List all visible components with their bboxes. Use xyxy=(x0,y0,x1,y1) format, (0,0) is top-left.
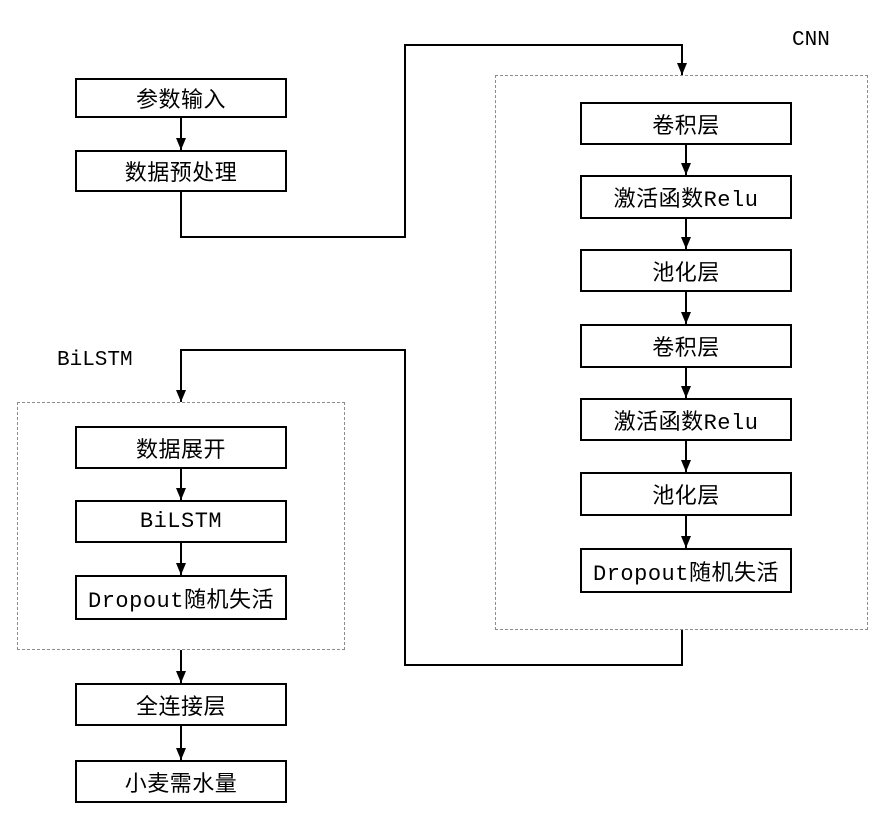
bilstm-step-flatten: 数据展开 xyxy=(75,426,287,469)
bilstm-step-dropout: Dropout随机失活 xyxy=(75,575,287,620)
bilstm-group-label: BiLSTM xyxy=(57,349,133,372)
bilstm-group-frame xyxy=(17,402,345,650)
bilstm-step-bilstm: BiLSTM xyxy=(75,500,287,543)
cnn-step-conv-1: 卷积层 xyxy=(580,102,792,145)
step-fully-connected: 全连接层 xyxy=(75,683,287,726)
connector-cnn-to-bilstm xyxy=(176,349,683,666)
cnn-step-pool-1: 池化层 xyxy=(580,249,792,292)
cnn-step-conv-2: 卷积层 xyxy=(580,324,792,368)
step-parameter-input: 参数输入 xyxy=(75,78,287,118)
cnn-step-dropout: Dropout随机失活 xyxy=(580,548,792,593)
connector-preprocess-to-cnn xyxy=(180,44,687,238)
step-wheat-water-demand: 小麦需水量 xyxy=(75,760,287,803)
cnn-group-label: CNN xyxy=(792,29,830,52)
cnn-step-relu-1: 激活函数Relu xyxy=(580,175,792,219)
step-data-preprocessing: 数据预处理 xyxy=(75,150,287,192)
cnn-step-pool-2: 池化层 xyxy=(580,472,792,516)
cnn-step-relu-2: 激活函数Relu xyxy=(580,398,792,441)
cnn-group-frame xyxy=(495,75,868,630)
